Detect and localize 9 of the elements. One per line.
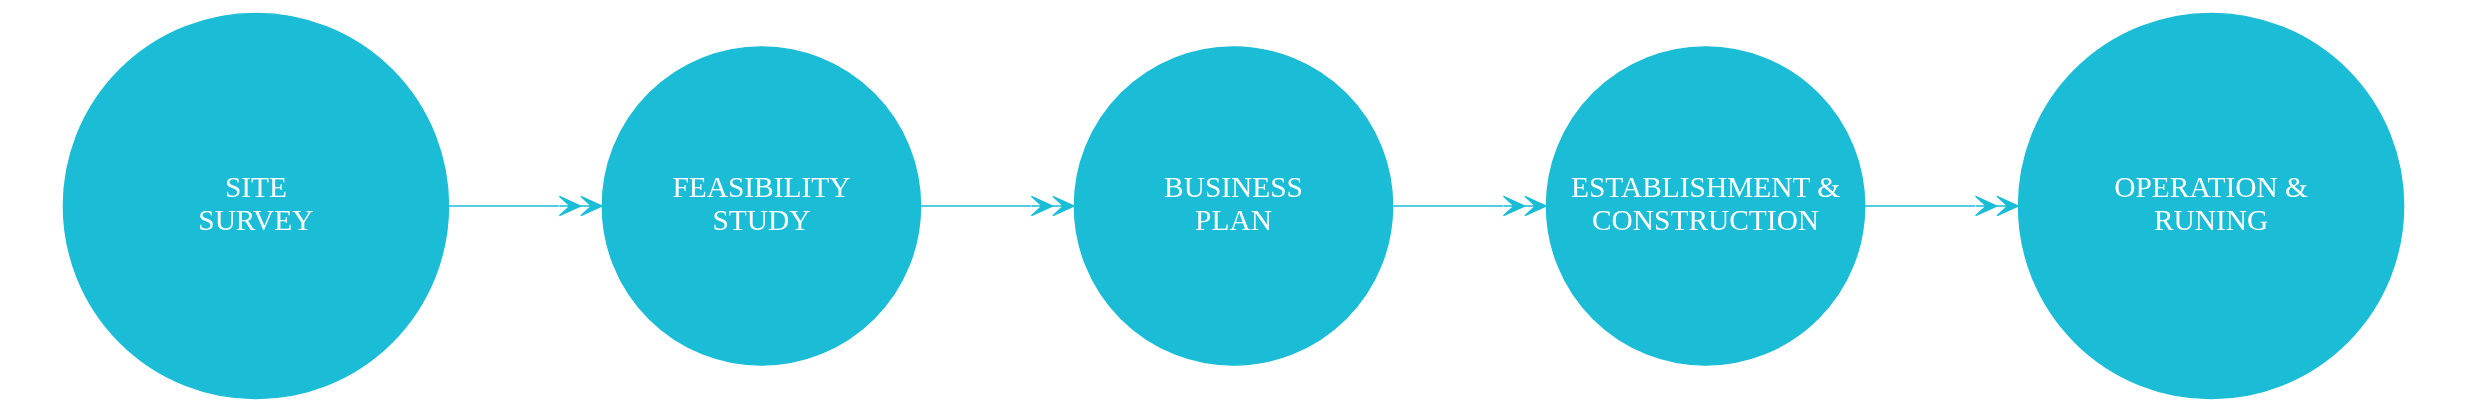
node-circle: BUSINESS PLAN	[1073, 46, 1393, 366]
arrow	[919, 195, 1075, 217]
arrow	[1863, 195, 2019, 217]
node-circle: SITE SURVEY	[62, 12, 449, 400]
arrow	[1391, 195, 1547, 217]
node-circle: OPERATION & RUNING	[2017, 12, 2404, 400]
arrow	[447, 195, 603, 217]
node-circle: FEASIBILITY STUDY	[601, 46, 921, 366]
node-circle: ESTABLISHMENT & CONSTRUCTION	[1545, 46, 1865, 366]
